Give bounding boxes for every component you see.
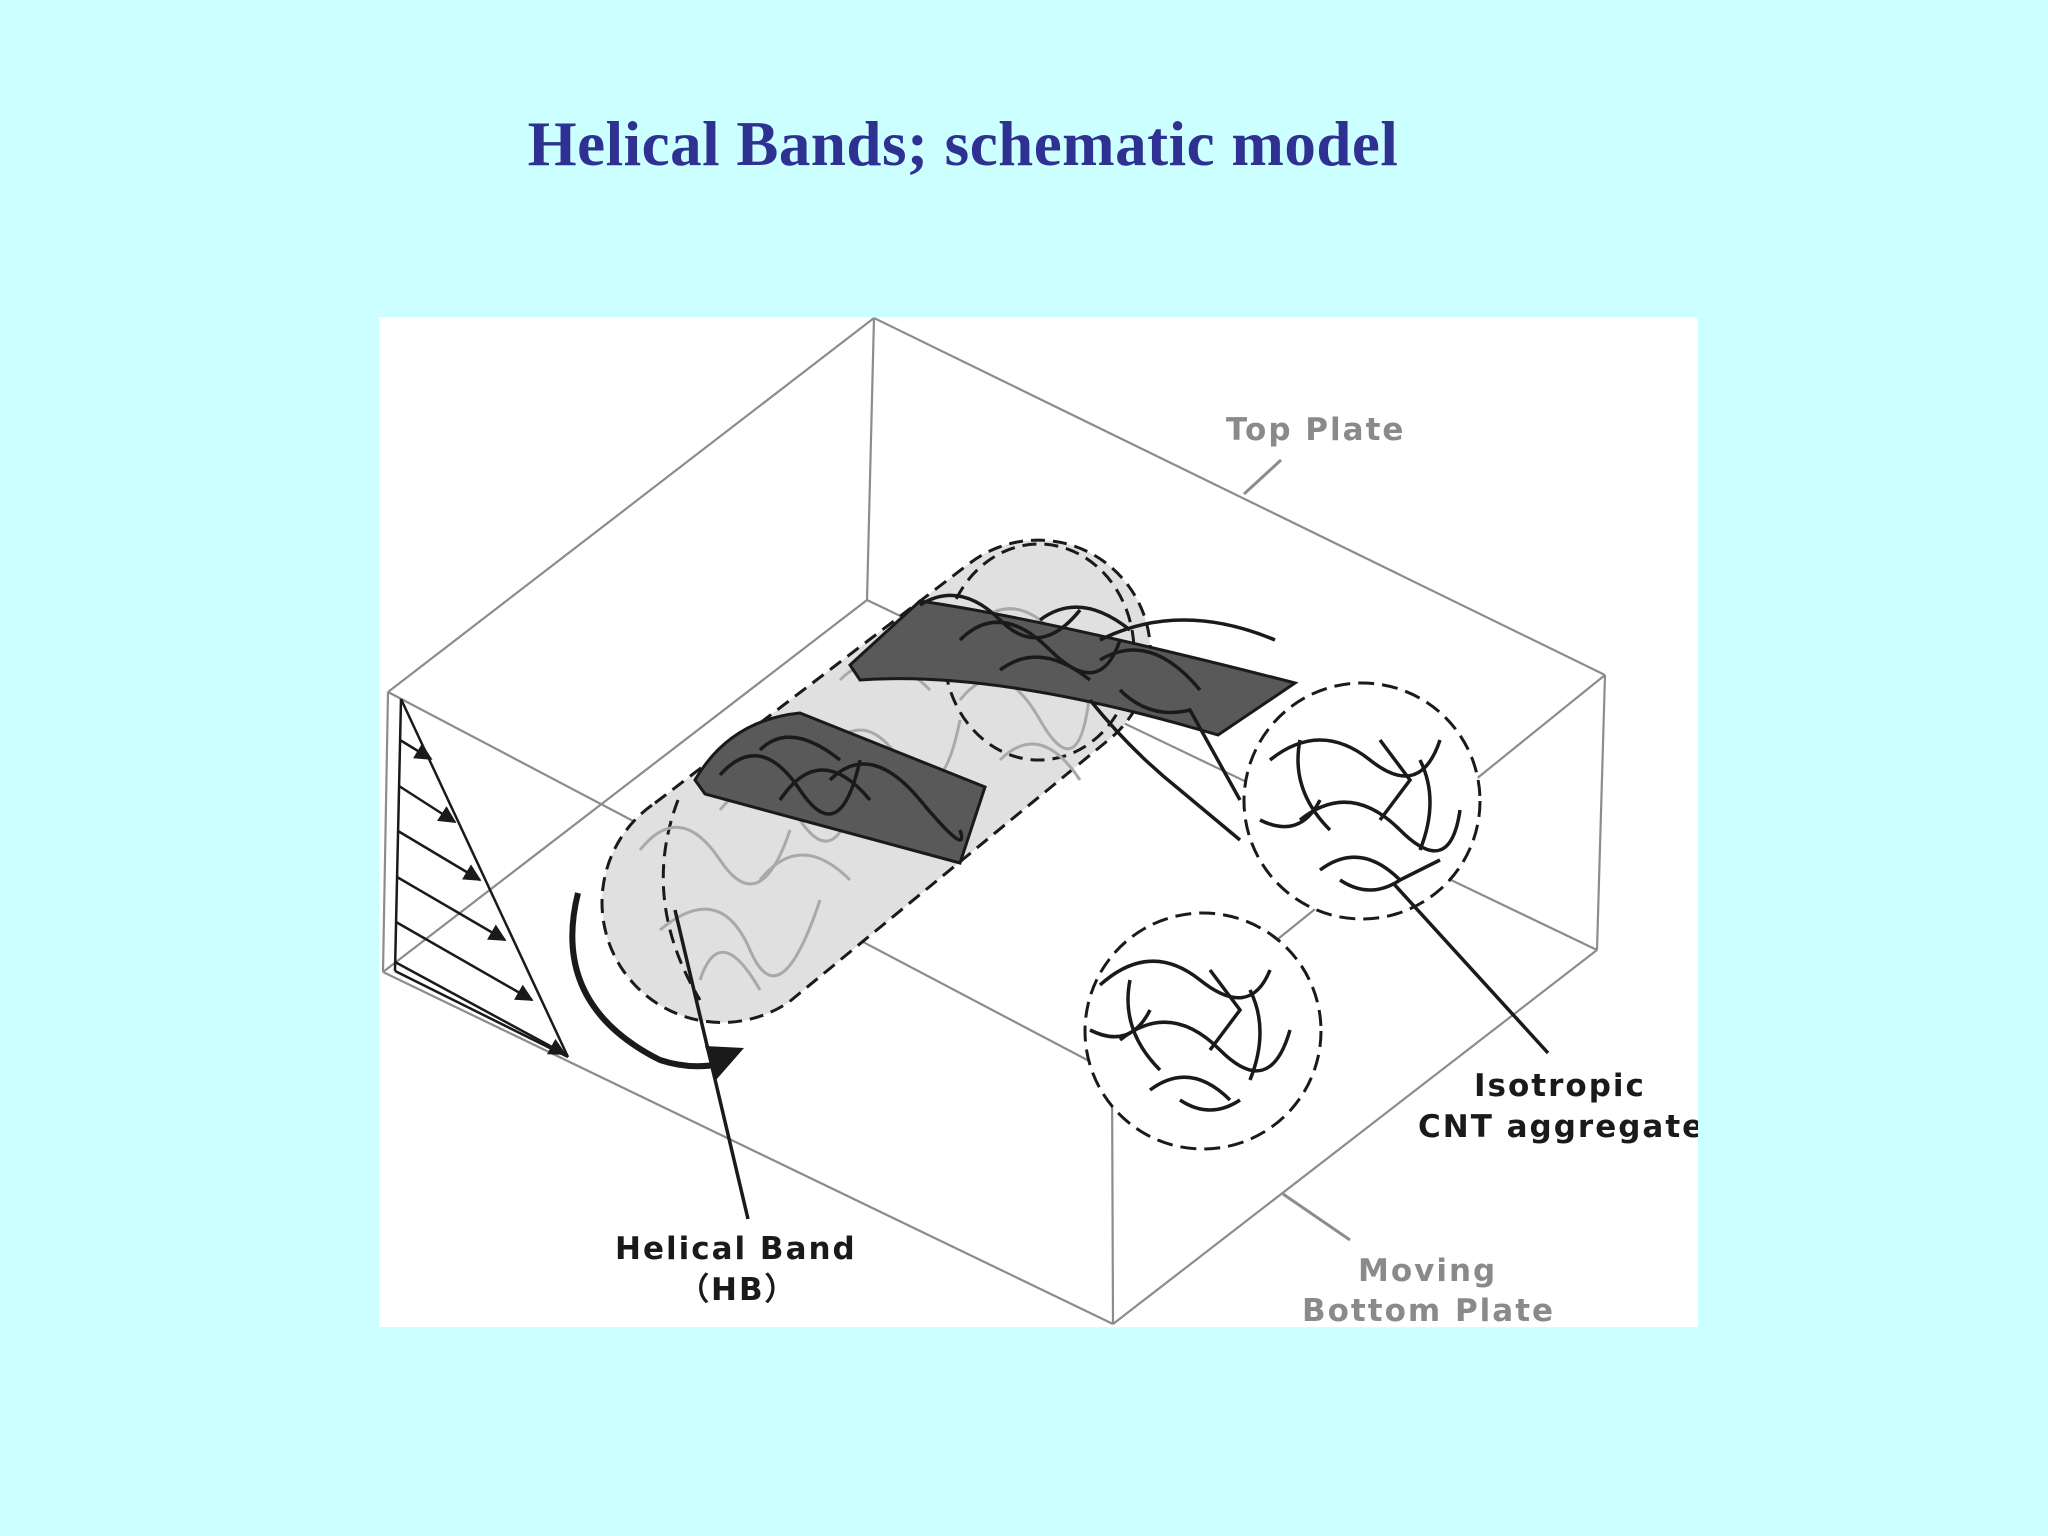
isotropic-leader: [1391, 881, 1550, 1055]
velocity-profile: [393, 698, 570, 1059]
moving-bottom-plate-line2: Bottom Plate: [1302, 1293, 1555, 1327]
schematic-figure: Top Plate Isotropic CNT aggregate Helica…: [379, 317, 1698, 1327]
schematic-svg: Top Plate Isotropic CNT aggregate Helica…: [381, 317, 1698, 1327]
helical-band-label-line1: Helical Band: [615, 1231, 857, 1267]
bottom-plate-leader: [1282, 1192, 1351, 1242]
isotropic-label-line1: Isotropic: [1474, 1068, 1646, 1104]
slide-title: Helical Bands; schematic model: [527, 109, 1399, 179]
helical-band-strips: [693, 593, 1299, 865]
cnt-aggregate-upper: [1242, 681, 1482, 921]
top-plate-label: Top Plate: [1226, 412, 1405, 448]
isotropic-label-line2: CNT aggregate: [1418, 1109, 1698, 1145]
cnt-aggregate-lower: [1083, 911, 1323, 1151]
moving-bottom-plate-line1: Moving: [1358, 1253, 1497, 1289]
helical-band-label-line2: （HB）: [678, 1272, 798, 1308]
top-plate-leader: [1242, 458, 1283, 496]
helical-band-leader: [673, 909, 750, 1220]
